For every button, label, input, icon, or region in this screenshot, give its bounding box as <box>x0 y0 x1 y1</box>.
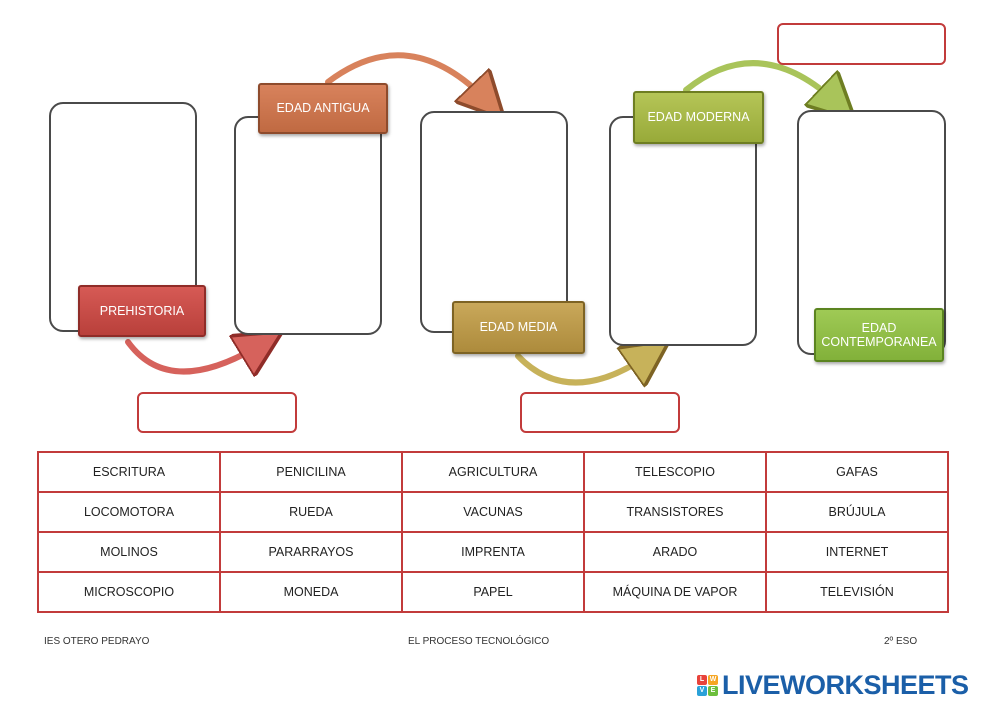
footer-school: IES OTERO PEDRAYO <box>44 636 150 647</box>
footer-subject: EL PROCESO TECNOLÓGICO <box>408 636 550 647</box>
answer-box-1[interactable] <box>137 392 297 433</box>
word-cell[interactable]: PENICILINA <box>219 451 403 493</box>
word-cell[interactable]: PAPEL <box>401 571 585 613</box>
word-cell[interactable]: GAFAS <box>765 451 949 493</box>
word-cell[interactable]: MÁQUINA DE VAPOR <box>583 571 767 613</box>
liveworksheets-wordmark: LIVEWORKSHEETS <box>722 670 969 700</box>
table-row: MOLINOS PARARRAYOS IMPRENTA ARADO INTERN… <box>37 531 949 573</box>
answer-box-3[interactable] <box>777 23 946 65</box>
footer-course: 2º ESO <box>884 636 918 647</box>
arrow-prehistoria-antigua <box>125 342 262 372</box>
table-row: ESCRITURA PENICILINA AGRICULTURA TELESCO… <box>37 451 949 493</box>
stage-label-edad-media: EDAD MEDIA <box>452 301 585 354</box>
stage-label-edad-moderna: EDAD MODERNA <box>633 91 764 144</box>
word-cell[interactable]: IMPRENTA <box>401 531 585 573</box>
answer-box-2[interactable] <box>520 392 680 433</box>
word-cell[interactable]: TELESCOPIO <box>583 451 767 493</box>
word-cell[interactable]: PARARRAYOS <box>219 531 403 573</box>
card-edad-media <box>420 111 568 333</box>
stage-label-prehistoria: PREHISTORIA <box>78 285 206 337</box>
word-bank-table: ESCRITURA PENICILINA AGRICULTURA TELESCO… <box>37 451 949 613</box>
stage-label-edad-antigua: EDAD ANTIGUA <box>258 83 388 134</box>
word-cell[interactable]: AGRICULTURA <box>401 451 585 493</box>
card-edad-moderna <box>609 116 757 346</box>
word-cell[interactable]: TRANSISTORES <box>583 491 767 533</box>
table-row: MICROSCOPIO MONEDA PAPEL MÁQUINA DE VAPO… <box>37 571 949 613</box>
word-cell[interactable]: RUEDA <box>219 491 403 533</box>
word-cell[interactable]: VACUNAS <box>401 491 585 533</box>
word-cell[interactable]: ARADO <box>583 531 767 573</box>
card-edad-antigua <box>234 116 382 335</box>
table-row: LOCOMOTORA RUEDA VACUNAS TRANSISTORES BR… <box>37 491 949 533</box>
word-cell[interactable]: ESCRITURA <box>37 451 221 493</box>
liveworksheets-icon: L W V E <box>697 675 718 696</box>
word-cell[interactable]: MONEDA <box>219 571 403 613</box>
arrow-media-moderna <box>515 354 650 383</box>
word-cell[interactable]: TELEVISIÓN <box>765 571 949 613</box>
word-cell[interactable]: MICROSCOPIO <box>37 571 221 613</box>
arrow-moderna-contemporanea <box>683 60 838 104</box>
word-cell[interactable]: INTERNET <box>765 531 949 573</box>
stage-label-edad-contemporanea: EDAD CONTEMPORANEA <box>814 308 944 362</box>
arrow-antigua-media <box>325 52 488 102</box>
liveworksheets-logo: L W V E LIVEWORKSHEETS <box>697 670 969 701</box>
word-cell[interactable]: BRÚJULA <box>765 491 949 533</box>
word-cell[interactable]: MOLINOS <box>37 531 221 573</box>
word-cell[interactable]: LOCOMOTORA <box>37 491 221 533</box>
